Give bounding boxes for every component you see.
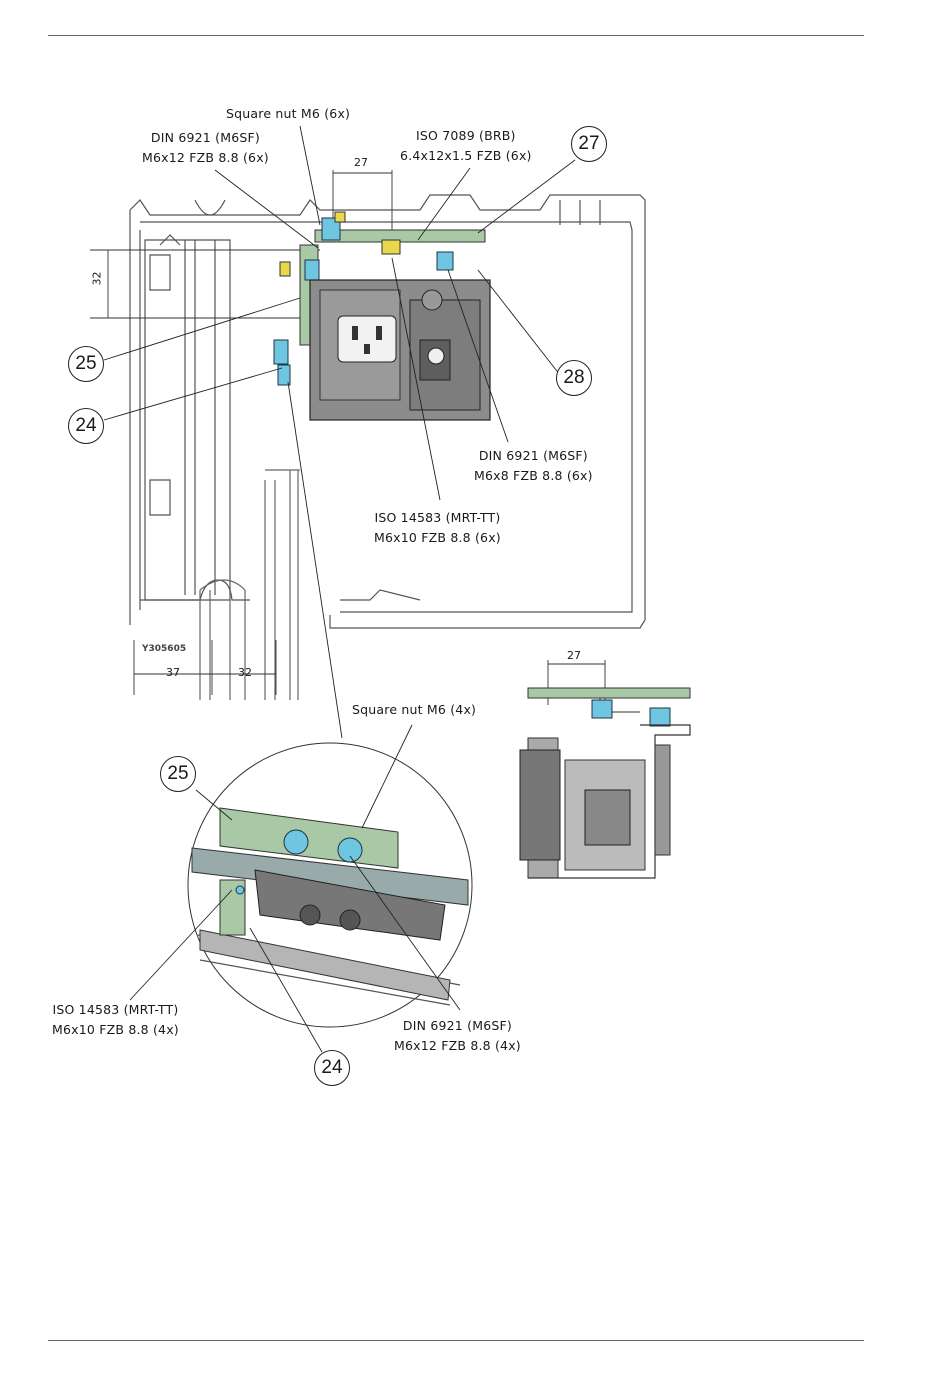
label-din6921-a-line1: DIN 6921 (M6SF)	[142, 128, 269, 148]
label-iso14583-b-line1: ISO 14583 (MRT-TT)	[52, 1000, 179, 1020]
callout-24-detail: 24	[314, 1050, 350, 1086]
label-iso7089: ISO 7089 (BRB) 6.4x12x1.5 FZB (6x)	[400, 126, 532, 166]
socket-housing	[310, 280, 490, 420]
label-iso7089-line1: ISO 7089 (BRB)	[400, 126, 532, 146]
callout-25-top: 25	[68, 346, 104, 382]
label-iso14583-b: ISO 14583 (MRT-TT) M6x10 FZB 8.8 (4x)	[52, 1000, 179, 1040]
label-square-nut-top: Square nut M6 (6x)	[226, 104, 350, 124]
dim-27-top: 27	[354, 156, 368, 169]
label-din6921-a: DIN 6921 (M6SF) M6x12 FZB 8.8 (6x)	[142, 128, 269, 168]
callout-28: 28	[556, 360, 592, 396]
label-din6921-b: DIN 6921 (M6SF) M6x8 FZB 8.8 (6x)	[474, 446, 593, 486]
label-iso14583-a-line1: ISO 14583 (MRT-TT)	[374, 508, 501, 528]
callout-27: 27	[571, 126, 607, 162]
callout-24-top: 24	[68, 408, 104, 444]
label-din6921-a-line2: M6x12 FZB 8.8 (6x)	[142, 148, 269, 168]
detail-circle	[188, 743, 472, 1027]
label-iso14583-a: ISO 14583 (MRT-TT) M6x10 FZB 8.8 (6x)	[374, 508, 501, 548]
label-iso14583-a-line2: M6x10 FZB 8.8 (6x)	[374, 528, 501, 548]
part-number-stamp: Y305605	[142, 644, 186, 654]
dim-32-vertical: 32	[91, 272, 104, 286]
label-din6921-b-line2: M6x8 FZB 8.8 (6x)	[474, 466, 593, 486]
label-iso7089-line2: 6.4x12x1.5 FZB (6x)	[400, 146, 532, 166]
dim-32-bottom: 32	[238, 666, 252, 679]
dim-37: 37	[166, 666, 180, 679]
label-square-nut-bottom: Square nut M6 (4x)	[352, 700, 476, 720]
dim-27-side: 27	[567, 649, 581, 662]
label-din6921-c-line2: M6x12 FZB 8.8 (4x)	[394, 1036, 521, 1056]
label-din6921-c-line1: DIN 6921 (M6SF)	[394, 1016, 521, 1036]
side-view	[520, 660, 690, 878]
dim-lines-top	[90, 170, 392, 695]
label-iso14583-b-line2: M6x10 FZB 8.8 (4x)	[52, 1020, 179, 1040]
label-din6921-c: DIN 6921 (M6SF) M6x12 FZB 8.8 (4x)	[394, 1016, 521, 1056]
callout-25-detail: 25	[160, 756, 196, 792]
label-din6921-b-line1: DIN 6921 (M6SF)	[474, 446, 593, 466]
